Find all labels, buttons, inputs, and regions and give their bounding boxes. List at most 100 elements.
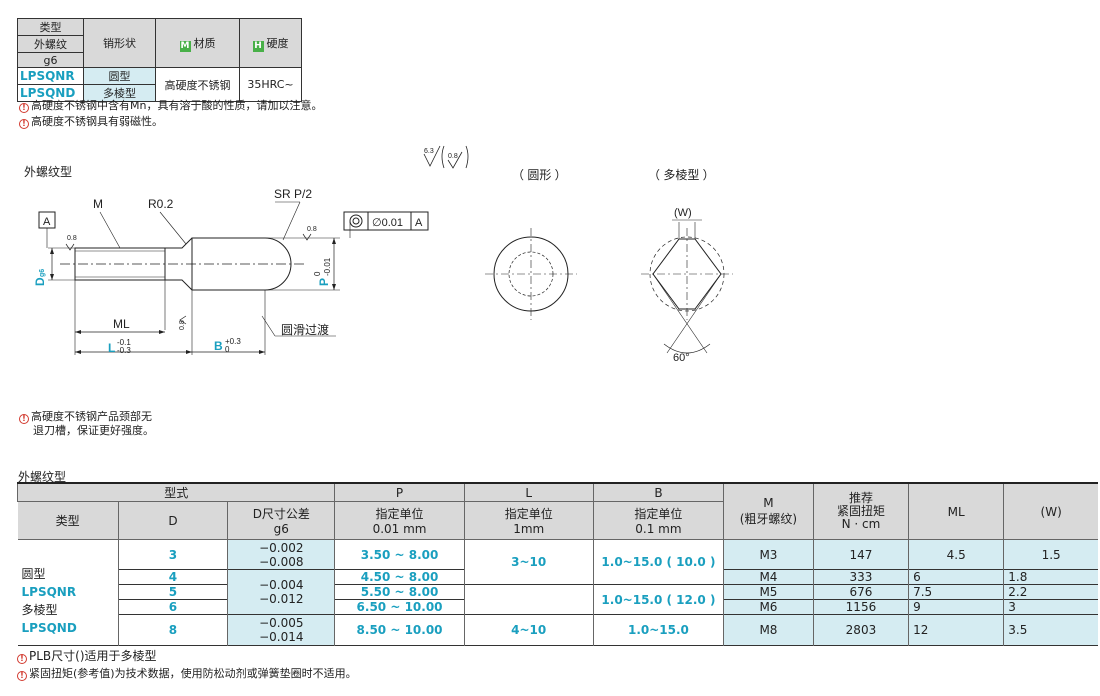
label-l: L [108,341,115,355]
pin-body [191,237,292,291]
header-d: D [117,501,229,540]
p-value: 3.50 ~ 8.00 [334,539,465,570]
ml-value: 6 [908,569,1004,585]
caution-icon: ! [17,671,27,681]
top-note-2-text: 高硬度不锈钢具有弱磁性。 [31,115,163,128]
d-value: 3 [117,539,228,570]
header-l: L [463,483,594,502]
header-p-unit-1: 指定单位 [375,507,424,521]
w-value: 3 [1003,599,1098,615]
label-b-tol-low: 0 [225,345,230,354]
d-tol-lower: −0.008 [259,554,304,569]
drawing-title: 外螺纹型 [24,165,73,179]
header-shape: 销形状 [83,18,156,68]
m-value: M8 [723,614,814,646]
label-ml: ML [113,317,130,331]
l-value-empty [463,584,594,615]
header-l-unit-1: 指定单位 [504,507,553,521]
bottom-note-2-text: 紧固扭矩(参考值)为技术数据，使用防松动剂或弹簧垫圈时不适用。 [29,667,357,680]
top-note-1-text: 高硬度不锈钢中含有Mn，具有溶于酸的性质，请加以注意。 [31,99,323,112]
header-m: M(粗牙螺纹) [723,483,814,540]
top-note-2: !高硬度不锈钢具有弱磁性。 [19,115,163,129]
ml-value: 4.5 [908,539,1004,570]
top-note-1: !高硬度不锈钢中含有Mn，具有溶于酸的性质，请加以注意。 [19,99,322,113]
tol-value-label: ∅0.01 [372,217,403,229]
type-line-1: 圆型 [21,566,46,581]
label-b: B [214,339,223,353]
header-model: 型式 [16,483,336,502]
label-p-tol-low: -0.01 [323,257,332,276]
angle-arc [663,343,711,354]
torque-value: 2803 [812,614,909,646]
m-value: M3 [723,539,814,570]
header-torque-2: 紧固扭矩 [836,504,885,518]
p-value: 8.50 ~ 10.00 [334,614,465,646]
header-b-unit-2: 0.1 mm [635,522,682,536]
b-value: 1.0~15.0 ( 12.0 ) [592,584,724,615]
roughness-mark-sub [447,151,463,169]
torque-value: 1156 [812,599,909,615]
header-thread: 外螺纹 [17,35,84,53]
type-cell: 圆型 LPSQNR 多棱型 LPSQND [18,540,119,646]
header-g6: g6 [17,52,84,68]
roughness-mark-neck [179,315,187,325]
d-tol-upper: −0.005 [259,616,304,630]
tol-datum-label: A [415,217,423,229]
roughness-main-value: 6.3 [424,148,434,155]
leader-r [159,211,187,245]
b-value: 1.0~15.0 [592,614,724,646]
material-value: 高硬度不锈钢 [155,67,240,102]
label-d-sub: g6 [39,269,46,277]
roughness-mark-body [302,233,312,241]
torque-value: 333 [812,569,909,585]
code-lpsqnd: LPSQND [17,84,84,102]
mid-note-1-text: 高硬度不锈钢产品颈部无 [31,410,152,423]
header-p: P [334,483,465,502]
d-tol-upper: −0.002 [259,540,304,555]
label-d: D [33,277,47,286]
header-d-tol-1: D尺寸公差 [252,507,310,521]
tolerance-frame [343,211,429,231]
header-p-unit-2: 0.01 mm [372,522,427,536]
leader-m [99,211,121,249]
roughness-mark-thread [65,243,75,251]
caution-icon: ! [19,414,29,424]
m-value: M6 [723,599,814,615]
round-section-inner [508,251,554,297]
label-round: （ 圆形 ） [512,168,567,182]
material-badge-icon: M [179,40,191,52]
bottom-note-1: !PLB尺寸()适用于多棱型 [17,649,157,664]
ml-value: 12 [908,614,1004,646]
label-smooth: 圆滑过渡 [281,322,329,337]
roughness-body-value: 0.8 [307,226,317,233]
header-torque-1: 推荐 [848,491,873,505]
d-tol: −0.004−0.012 [227,569,335,615]
caution-icon: ! [19,119,29,129]
d-tol: −0.005−0.014 [227,614,335,646]
caution-icon: ! [17,654,27,664]
d-value: 6 [117,599,228,615]
torque-value: 676 [812,584,909,600]
header-torque-3: N · cm [841,517,881,531]
mid-note-1: !高硬度不锈钢产品颈部无 [19,410,152,424]
mid-note-2: 退刀槽，保证更好强度。 [33,424,154,437]
ml-value: 7.5 [908,584,1004,600]
d-value: 8 [117,614,228,646]
m-value: M4 [723,569,814,585]
w-value: 2.2 [1003,584,1098,600]
header-hardness-label: 硬度 [266,36,289,50]
d-value: 4 [117,569,228,585]
bottom-note-1-text: PLB尺寸()适用于多棱型 [29,649,157,663]
w-value: 1.5 [1003,539,1098,570]
header-material-label: 材质 [193,36,216,50]
ml-value: 9 [908,599,1004,615]
header-d-tol-2: g6 [273,522,289,536]
header-w: (W) [1003,483,1098,540]
leader-sr [282,201,301,241]
header-l-unit-2: 1mm [513,522,545,536]
